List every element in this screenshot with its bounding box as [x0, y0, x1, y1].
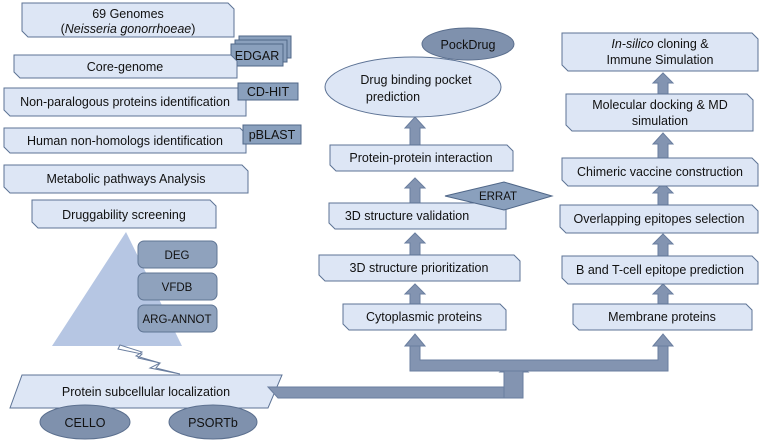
core-genome-box: Core-genome [13, 54, 238, 79]
drug-pocket-label-2: prediction [366, 90, 420, 104]
arrow-chimeric-to-docking [651, 132, 675, 159]
arg-annot-box: ARG-ANNOT [137, 304, 218, 333]
subcellular-box: Protein subcellular localization [9, 374, 283, 409]
membrane-box: Membrane proteins [572, 303, 753, 331]
chimeric-label: Chimeric vaccine construction [577, 165, 743, 179]
metabolic-box: Metabolic pathways Analysis [3, 164, 249, 194]
membrane-label: Membrane proteins [608, 310, 716, 324]
cloning-label-2: Immune Simulation [607, 53, 714, 67]
pblast-tag: pBLAST [242, 124, 302, 145]
human-non-homologs-box: Human non-homologs identification [3, 127, 247, 154]
arrow-prior-to-valid [403, 232, 427, 256]
deg-box: DEG [137, 240, 218, 269]
arrow-docking-to-cloning [651, 72, 675, 95]
drug-pocket-label-1: Drug binding pocket [360, 73, 472, 87]
vfdb-box: VFDB [137, 272, 218, 301]
arrow-to-membrane [651, 333, 675, 347]
arrow-overlap-to-chimeric [651, 182, 675, 206]
genomes-label: 69 Genomes [92, 7, 164, 21]
cytoplasmic-box: Cytoplasmic proteins [342, 303, 507, 331]
epitope-box: B and T-cell epitope prediction [561, 255, 759, 285]
non-paralogous-box: Non-paralogous proteins identification [3, 87, 247, 117]
docking-label-2: simulation [632, 114, 688, 128]
cdhit-tag: CD-HIT [237, 82, 299, 101]
genomes-box: 69 Genomes (Neisseria gonorrhoeae) [21, 2, 235, 38]
human-non-homologs-label: Human non-homologs identification [27, 134, 223, 148]
subcellular-label: Protein subcellular localization [62, 385, 230, 399]
cdhit-label: CD-HIT [247, 85, 290, 99]
metabolic-label: Metabolic pathways Analysis [46, 172, 205, 186]
cello-ellipse: CELLO [39, 404, 131, 440]
connector-horizontal [266, 377, 524, 399]
druggability-box: Druggability screening [31, 199, 217, 229]
arrow-to-cytoplasmic [403, 333, 427, 347]
pockdrug-label: PockDrug [441, 38, 496, 52]
cloning-box: In-silico cloning & Immune Simulation [561, 32, 759, 72]
epitope-label: B and T-cell epitope prediction [576, 263, 744, 277]
psortb-ellipse: PSORTb [168, 404, 258, 440]
arrow-valid-to-ppi [403, 177, 427, 204]
edgar-tag: EDGAR [230, 35, 292, 67]
psortb-label: PSORTb [188, 416, 238, 430]
lightning-bolt-icon [117, 344, 181, 375]
arrow-epitope-to-overlap [651, 233, 675, 257]
arrow-ppi-to-pocket [403, 116, 427, 146]
edgar-label: EDGAR [235, 49, 279, 63]
deg-label: DEG [165, 250, 190, 262]
cello-label: CELLO [65, 416, 106, 430]
validation-label: 3D structure validation [345, 209, 469, 223]
pblast-label: pBLAST [249, 128, 296, 142]
pockdrug-ellipse: PockDrug [421, 27, 515, 61]
prioritization-label: 3D structure prioritization [350, 261, 489, 275]
docking-box: Molecular docking & MD simulation [565, 93, 754, 132]
arrow-cyto-to-prior [403, 283, 427, 305]
chimeric-box: Chimeric vaccine construction [561, 157, 759, 187]
errat-tag: ERRAT [444, 181, 554, 211]
ppi-label: Protein-protein interaction [349, 151, 492, 165]
drug-pocket-ellipse: Drug binding pocket prediction [324, 56, 502, 118]
prioritization-box: 3D structure prioritization [318, 254, 521, 282]
vfdb-label: VFDB [162, 282, 193, 294]
overlap-box: Overlapping epitopes selection [559, 204, 759, 234]
errat-label: ERRAT [479, 191, 517, 203]
connector-bracket [409, 345, 669, 372]
genomes-species: (Neisseria gonorrhoeae) [61, 22, 196, 36]
core-genome-label: Core-genome [87, 60, 163, 74]
cytoplasmic-label: Cytoplasmic proteins [366, 310, 482, 324]
cloning-label-1: In-silico cloning & [611, 37, 709, 51]
non-paralogous-label: Non-paralogous proteins identification [20, 95, 230, 109]
arrow-membrane-to-epitope [651, 283, 675, 305]
druggability-label: Druggability screening [62, 208, 186, 222]
ppi-box: Protein-protein interaction [329, 144, 514, 172]
docking-label-1: Molecular docking & MD [592, 98, 727, 112]
overlap-label: Overlapping epitopes selection [574, 212, 745, 226]
arg-annot-label: ARG-ANNOT [143, 314, 212, 326]
validation-box: 3D structure validation [328, 202, 507, 230]
